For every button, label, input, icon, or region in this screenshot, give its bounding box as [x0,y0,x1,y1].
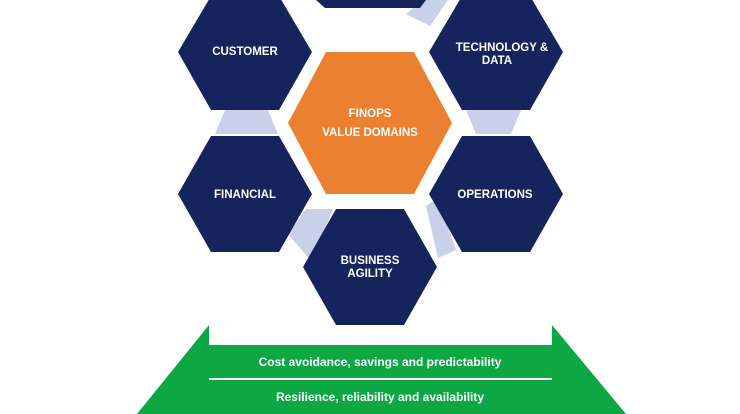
hex-center: FINOPS VALUE DOMAINS [288,52,452,194]
hex-business-agility: BUSINESS AGILITY [303,209,437,325]
hexagon [178,136,312,252]
center-label-line1: FINOPS [349,108,392,120]
hexagon [178,0,312,110]
hex-label-technology-line2: DATA [482,55,512,67]
hexagon [429,0,563,110]
hex-label-business-line1: BUSINESS [341,255,400,267]
center-hexagon [288,52,452,194]
hex-financial: FINANCIAL [178,136,312,252]
connectors [215,0,521,262]
hexagon [316,0,426,8]
hex-label-customer: CUSTOMER [212,46,278,58]
hex-customer: CUSTOMER [178,0,312,110]
arrow-row-cost: Cost avoidance, savings and predictabili… [259,355,502,369]
connector-operations-business [426,198,456,258]
hexagon [429,136,563,252]
hexagon [303,209,437,325]
connector-financial-business [288,209,333,262]
value-arrow: Cost avoidance, savings and predictabili… [137,325,626,414]
connector-technology-operations [466,110,521,134]
hex-label-technology-line1: TECHNOLOGY & [456,42,548,54]
center-label-line2: VALUE DOMAINS [322,127,418,139]
double-arrow [137,325,626,414]
connector-customer-financial [215,110,278,134]
hex-label-operations: OPERATIONS [457,189,533,201]
hex-technology-data: TECHNOLOGY & DATA [429,0,563,110]
hex-operations: OPERATIONS [429,136,563,252]
hex-top [316,0,426,8]
hex-label-financial: FINANCIAL [214,189,276,201]
hex-label-business-line2: AGILITY [347,268,393,280]
arrow-row-resilience: Resilience, reliability and availability [276,390,484,404]
